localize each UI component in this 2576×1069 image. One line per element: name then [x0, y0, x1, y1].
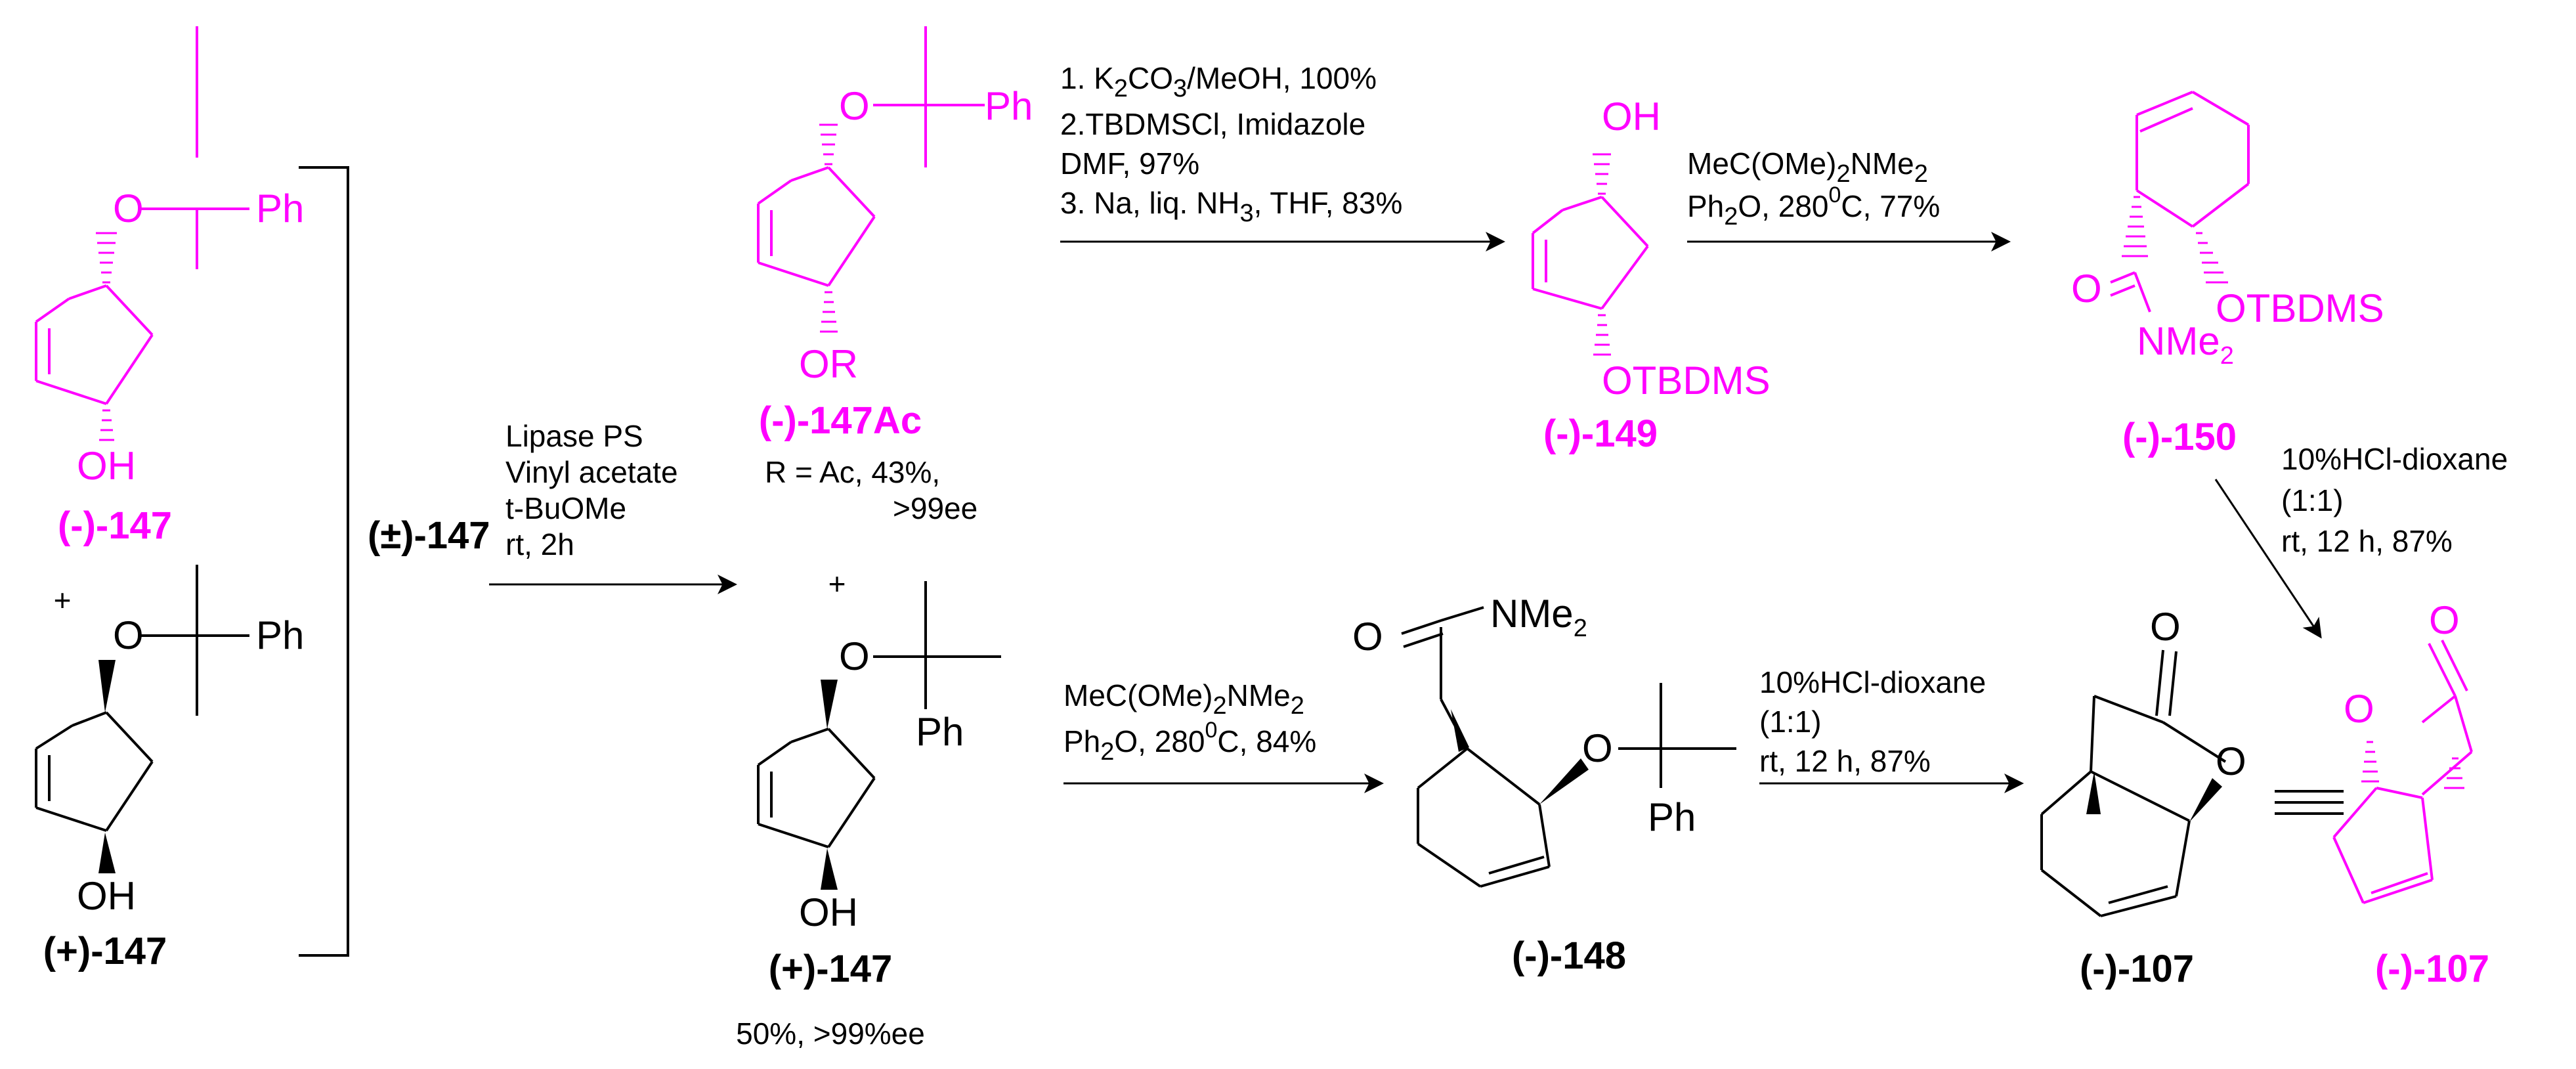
- claisen-top-conditions: MeC(OMe)2NMe2 Ph2O, 2800C, 77%: [1687, 146, 1940, 230]
- racemate-bracket: [299, 166, 349, 957]
- svg-text:2.TBDMSCl, Imidazole: 2.TBDMSCl, Imidazole: [1060, 107, 1365, 141]
- 147ac-label: (-)-147Ac: [759, 399, 922, 442]
- compound-147ac: [757, 26, 985, 333]
- 147-plus-right-label: (+)-147: [769, 948, 893, 990]
- 147-plus-right-hydroxyl: OH: [799, 890, 858, 934]
- compound-107-pink: [2332, 640, 2473, 904]
- 147ac-phenyl: Ph: [985, 84, 1033, 128]
- svg-text:1. K2CO3/MeOH, 100%: 1. K2CO3/MeOH, 100%: [1060, 61, 1377, 102]
- 147-minus-oxygen: O: [113, 186, 144, 230]
- 147-plus-right-yield: 50%, >99%ee: [736, 1016, 925, 1051]
- svg-text:t-BuOMe: t-BuOMe: [505, 491, 626, 525]
- equivalence-sign: [2275, 790, 2344, 815]
- 147-plus-right-phenyl: Ph: [916, 710, 964, 754]
- svg-text:Lipase PS: Lipase PS: [505, 419, 643, 453]
- svg-text:3. Na, liq. NH3, THF, 83%: 3. Na, liq. NH3, THF, 83%: [1060, 186, 1402, 227]
- 150-label: (-)-150: [2122, 416, 2237, 458]
- 107-pink-ring-oxygen: O: [2344, 687, 2374, 731]
- svg-text:rt, 2h: rt, 2h: [505, 527, 574, 561]
- svg-text:DMF, 97%: DMF, 97%: [1060, 146, 1199, 181]
- 147ac-yield-line1: R = Ac, 43%,: [765, 455, 940, 489]
- compound-149: [1532, 153, 1649, 356]
- compound-minus-147: [35, 26, 249, 441]
- lipase-conditions: Lipase PS Vinyl acetate t-BuOMe rt, 2h: [505, 419, 678, 561]
- compound-plus-147-product: [757, 581, 1001, 890]
- 147-minus-hydroxyl: OH: [77, 444, 136, 488]
- svg-text:10%HCl-dioxane: 10%HCl-dioxane: [2281, 442, 2508, 476]
- 149-silyl-ether: OTBDMS: [1602, 359, 1771, 403]
- 107-pink-label: (-)-107: [2375, 948, 2489, 990]
- 107-pink-carbonyl-oxygen: O: [2429, 598, 2460, 642]
- 147-plus-right-oxygen: O: [839, 634, 870, 678]
- 147-plus-phenyl: Ph: [256, 613, 304, 657]
- 147-plus-hydroxyl: OH: [77, 874, 136, 918]
- 147ac-ester-group: OR: [799, 342, 858, 386]
- plus-sign-left: +: [54, 583, 72, 617]
- 147-plus-label: (+)-147: [43, 930, 167, 972]
- 148-carbonyl-oxygen: O: [1352, 615, 1383, 659]
- compound-plus-147: [35, 565, 249, 873]
- svg-text:(1:1): (1:1): [2281, 483, 2344, 517]
- 147ac-yield-line2: >99ee: [893, 491, 977, 525]
- 147-minus-phenyl: Ph: [256, 186, 304, 230]
- 150-carbonyl-oxygen: O: [2071, 267, 2102, 311]
- svg-text:MeC(OMe)2NMe2: MeC(OMe)2NMe2: [1687, 146, 1928, 188]
- 149-label: (-)-149: [1543, 412, 1658, 455]
- compound-107-black: [2040, 649, 2227, 917]
- 149-hydroxyl: OH: [1602, 95, 1661, 139]
- 148-dimethylamide: NMe2: [1490, 592, 1587, 642]
- 148-label: (-)-148: [1512, 934, 1626, 977]
- 147-minus-label: (-)-147: [58, 504, 172, 547]
- plus-sign-middle: +: [828, 567, 846, 601]
- 107-black-ring-oxygen: O: [2216, 739, 2246, 783]
- compound-148: [1401, 606, 1736, 888]
- svg-text:Vinyl acetate: Vinyl acetate: [505, 455, 678, 489]
- svg-text:MeC(OMe)2NMe2: MeC(OMe)2NMe2: [1063, 678, 1304, 720]
- 148-phenyl: Ph: [1648, 795, 1696, 839]
- 107-black-carbonyl-oxygen: O: [2150, 605, 2181, 649]
- svg-text:Ph2O, 2800C, 84%: Ph2O, 2800C, 84%: [1063, 718, 1316, 766]
- svg-text:Ph2O, 2800C, 77%: Ph2O, 2800C, 77%: [1687, 183, 1940, 230]
- 148-ether-oxygen: O: [1582, 726, 1613, 770]
- 147ac-oxygen: O: [839, 84, 870, 128]
- hcl-bottom-conditions: 10%HCl-dioxane (1:1) rt, 12 h, 87%: [1759, 665, 1986, 778]
- racemate-label: (±)-147: [368, 514, 490, 557]
- svg-text:rt, 12 h, 87%: rt, 12 h, 87%: [1759, 744, 1931, 778]
- svg-text:(1:1): (1:1): [1759, 705, 1822, 739]
- top-step-conditions: 1. K2CO3/MeOH, 100% 2.TBDMSCl, Imidazole…: [1060, 61, 1402, 227]
- claisen-bottom-conditions: MeC(OMe)2NMe2 Ph2O, 2800C, 84%: [1063, 678, 1316, 766]
- 107-black-label: (-)-107: [2080, 948, 2194, 990]
- 150-silyl-ether: OTBDMS: [2216, 286, 2384, 330]
- 147-plus-oxygen: O: [113, 613, 144, 657]
- arrow-hcl-right: [2214, 479, 2322, 639]
- svg-text:rt, 12 h, 87%: rt, 12 h, 87%: [2281, 524, 2453, 558]
- 150-dimethylamide: NMe2: [2137, 319, 2234, 370]
- svg-text:10%HCl-dioxane: 10%HCl-dioxane: [1759, 665, 1986, 699]
- compound-150: [2110, 91, 2250, 313]
- hcl-right-conditions: 10%HCl-dioxane (1:1) rt, 12 h, 87%: [2281, 442, 2508, 558]
